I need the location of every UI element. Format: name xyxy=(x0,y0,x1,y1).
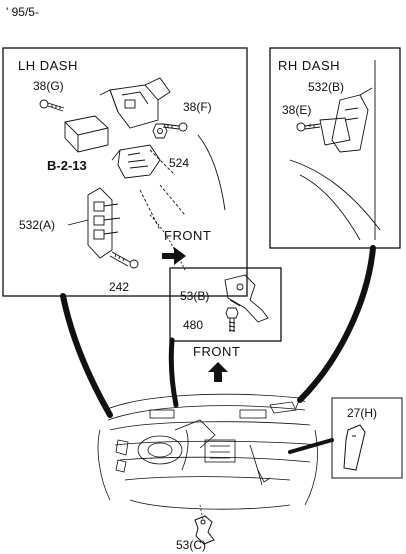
main-dashboard-view xyxy=(97,393,321,521)
clip-27h-drawing xyxy=(343,424,366,471)
label-38g: 38(G) xyxy=(33,79,64,93)
label-480: 480 xyxy=(183,318,204,332)
label-532a: 532(A) xyxy=(19,218,56,232)
rh-dash-panel-frame xyxy=(269,47,401,249)
rh-dash-drawing xyxy=(289,60,381,241)
label-27h: 27(H) xyxy=(347,406,378,420)
label-242: 242 xyxy=(109,280,130,294)
label-38e: 38(E) xyxy=(282,103,312,117)
center-panel-drawing xyxy=(224,274,269,332)
clip-27h-leader xyxy=(288,438,334,454)
label-524: 524 xyxy=(169,156,190,170)
header-code: ' 95/5- xyxy=(6,5,39,19)
lh-front-label: FRONT xyxy=(164,228,212,243)
lh-leader-line xyxy=(60,293,113,418)
center-panel-frame xyxy=(169,267,282,342)
center-leader-line xyxy=(168,337,179,408)
clip-53c-drawing xyxy=(194,515,215,545)
label-b-2-13: B-2-13 xyxy=(47,158,87,173)
lh-dash-title: LH DASH xyxy=(18,58,78,73)
front-arrow-lh xyxy=(162,247,186,265)
main-front-label: FRONT xyxy=(193,344,241,359)
lh-dash-drawing xyxy=(39,77,226,271)
rh-leader-line xyxy=(297,245,376,403)
front-arrow-main xyxy=(208,362,228,382)
rh-dash-title: RH DASH xyxy=(278,58,341,73)
lh-dash-panel-frame xyxy=(2,47,248,297)
label-53b: 53(B) xyxy=(180,289,210,303)
label-53c: 53(C) xyxy=(176,538,207,552)
label-38f: 38(F) xyxy=(183,100,212,114)
label-532b: 532(B) xyxy=(308,80,345,94)
